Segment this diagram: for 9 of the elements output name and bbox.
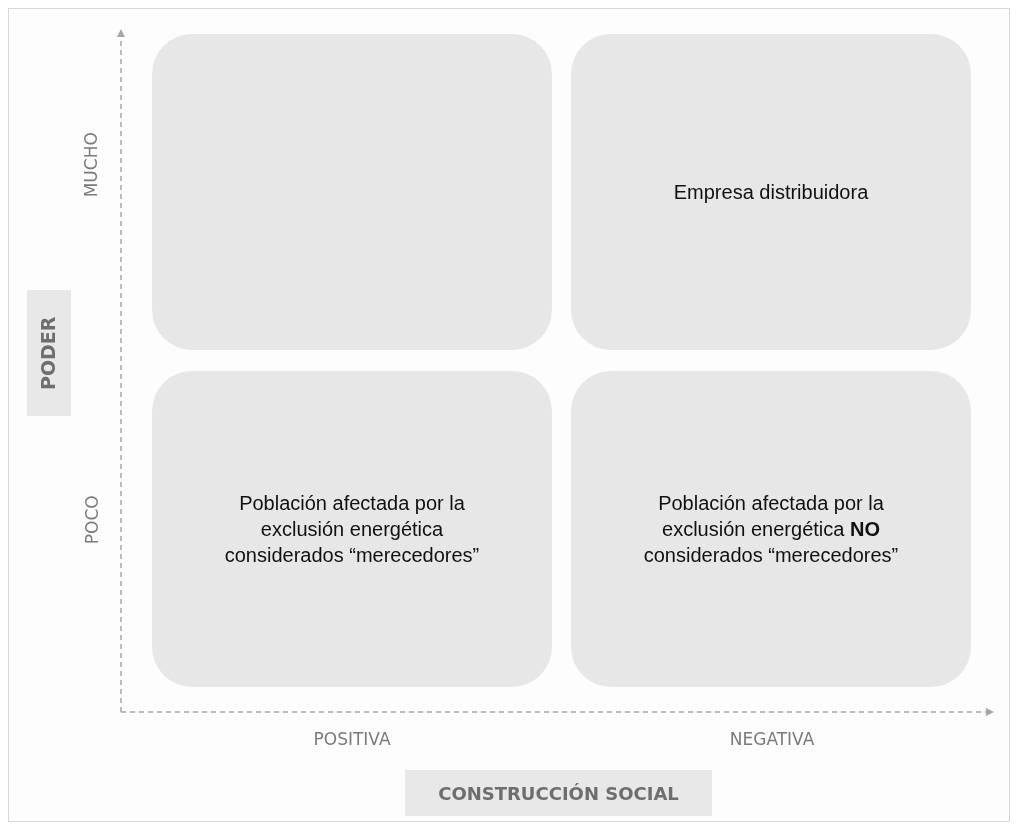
quadrant-box: Población afectada por la exclusión energética NO considerados “merecedores” — [571, 371, 971, 687]
axis-level-label: POCO — [80, 495, 103, 545]
axis-level-label: POSITIVA — [313, 728, 391, 752]
quadrant-box: Población afectada por la exclusión energética considerados “merecedores” — [152, 371, 552, 687]
axis-title: CONSTRUCCIÓN SOCIAL — [405, 770, 712, 816]
axis-level-label: NEGATIVA — [729, 728, 815, 752]
axis-level-label: MUCHO — [80, 132, 103, 198]
quadrant-box: Empresa distribuidora — [571, 34, 971, 350]
axis-title: PODER — [27, 290, 71, 416]
